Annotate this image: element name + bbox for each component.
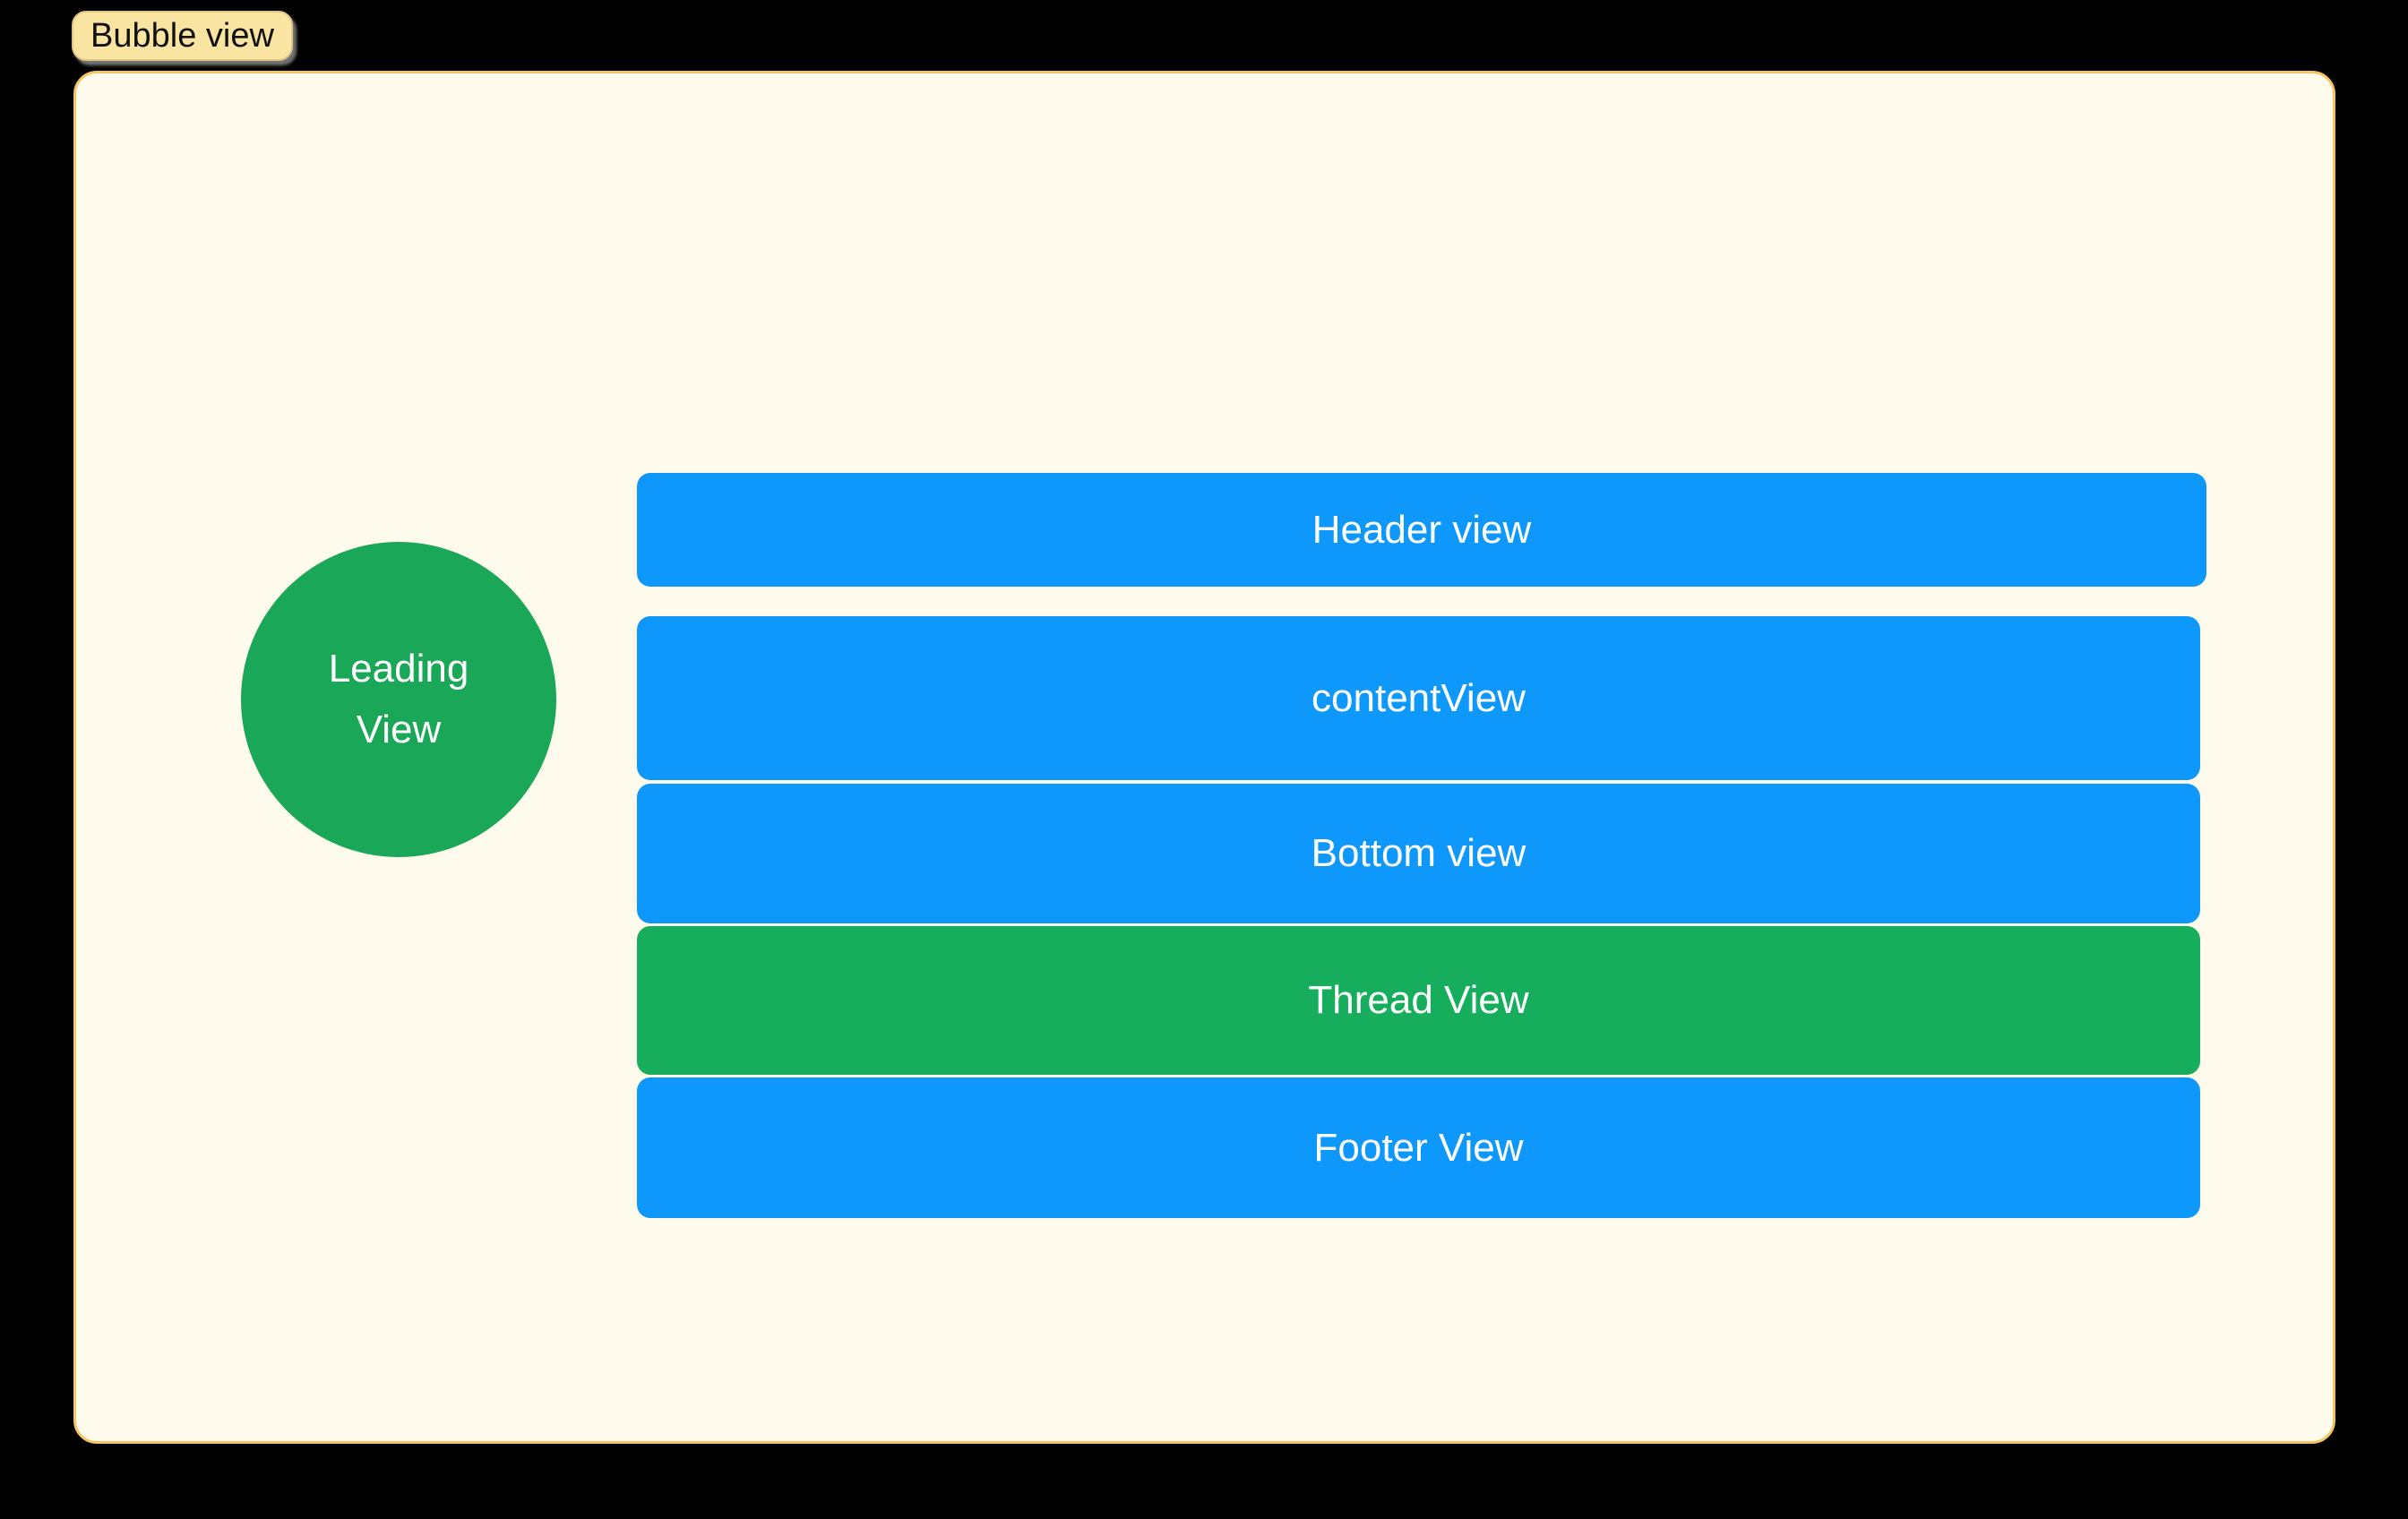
thread-view-bar[interactable]: Thread View bbox=[637, 926, 2200, 1075]
header-view-bar[interactable]: Header view bbox=[637, 473, 2206, 587]
bubble-view-tab-label: Bubble view bbox=[90, 16, 274, 55]
bottom-view-label: Bottom view bbox=[1311, 831, 1526, 875]
leading-view-label: Leading View bbox=[328, 646, 469, 751]
thread-view-label: Thread View bbox=[1308, 978, 1529, 1022]
content-view-label: contentView bbox=[1312, 675, 1526, 720]
footer-view-bar[interactable]: Footer View bbox=[637, 1077, 2200, 1218]
footer-view-label: Footer View bbox=[1313, 1125, 1524, 1170]
leading-view-circle[interactable]: Leading View bbox=[241, 542, 556, 857]
bottom-view-bar[interactable]: Bottom view bbox=[637, 784, 2200, 923]
header-view-label: Header view bbox=[1312, 507, 1532, 552]
content-view-bar[interactable]: contentView bbox=[637, 616, 2200, 780]
preview-canvas: Leading View Header view contentView Bot… bbox=[73, 71, 2335, 1444]
bubble-view-tab[interactable]: Bubble view bbox=[72, 11, 293, 61]
